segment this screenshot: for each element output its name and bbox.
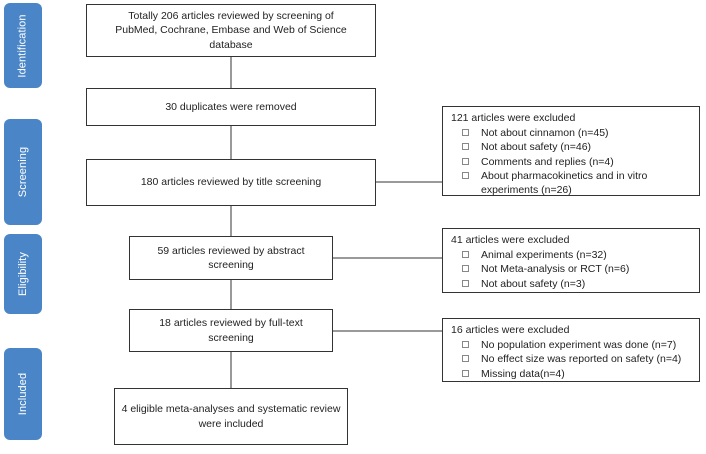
exclusion-title-heading: 121 articles were excluded xyxy=(451,112,576,124)
exclusion-item: Not about safety (n=46) xyxy=(451,140,691,154)
phase-eligibility: Eligibility xyxy=(4,234,42,314)
box-fulltext-screening: 18 articles reviewed by full-text screen… xyxy=(129,309,333,352)
exclusion-item: Missing data(n=4) xyxy=(451,367,691,381)
box-included: 4 eligible meta-analyses and systematic … xyxy=(114,388,348,445)
exclusion-title-list: Not about cinnamon (n=45) Not about safe… xyxy=(451,126,691,197)
phase-included: Included xyxy=(4,348,42,440)
phase-identification-label: Identification xyxy=(17,13,30,78)
phase-screening: Screening xyxy=(4,119,42,225)
box-fulltext-screening-text: 18 articles reviewed by full-text screen… xyxy=(159,317,303,344)
exclusion-box-title: 121 articles were excluded Not about cin… xyxy=(442,106,700,196)
box-title-screening: 180 articles reviewed by title screening xyxy=(86,159,376,206)
exclusion-item: No effect size was reported on safety (n… xyxy=(451,352,691,366)
exclusion-item: Not Meta-analysis or RCT (n=6) xyxy=(451,262,691,276)
box-identified: Totally 206 articles reviewed by screeni… xyxy=(86,4,376,57)
phase-eligibility-label: Eligibility xyxy=(17,252,29,296)
phase-screening-label: Screening xyxy=(17,146,29,198)
box-title-screening-text: 180 articles reviewed by title screening xyxy=(140,176,322,189)
box-abstract-screening-text: 59 articles reviewed by abstract screeni… xyxy=(157,244,305,271)
exclusion-item: Comments and replies (n=4) xyxy=(451,155,691,169)
exclusion-fulltext-list: No population experiment was done (n=7) … xyxy=(451,338,691,381)
exclusion-item: Not about safety (n=3) xyxy=(451,277,691,291)
exclusion-abstract-list: Animal experiments (n=32) Not Meta-analy… xyxy=(451,248,691,291)
exclusion-abstract-heading: 41 articles were excluded xyxy=(451,234,570,246)
exclusion-item: About pharmacokinetics and in vitro expe… xyxy=(451,169,691,197)
phase-identification: Identification xyxy=(4,3,42,88)
exclusion-fulltext-heading: 16 articles were excluded xyxy=(451,324,570,336)
exclusion-box-abstract: 41 articles were excluded Animal experim… xyxy=(442,228,700,293)
exclusion-item: No population experiment was done (n=7) xyxy=(451,338,691,352)
phase-included-label: Included xyxy=(17,372,30,416)
box-duplicates: 30 duplicates were removed xyxy=(86,88,376,126)
exclusion-box-fulltext: 16 articles were excluded No population … xyxy=(442,318,700,382)
box-identified-text: Totally 206 articles reviewed by screeni… xyxy=(115,10,347,51)
exclusion-item: Not about cinnamon (n=45) xyxy=(451,126,691,140)
box-duplicates-text: 30 duplicates were removed xyxy=(165,100,297,113)
box-abstract-screening: 59 articles reviewed by abstract screeni… xyxy=(129,236,333,280)
box-included-text: 4 eligible meta-analyses and systematic … xyxy=(121,403,341,430)
exclusion-item: Animal experiments (n=32) xyxy=(451,248,691,262)
